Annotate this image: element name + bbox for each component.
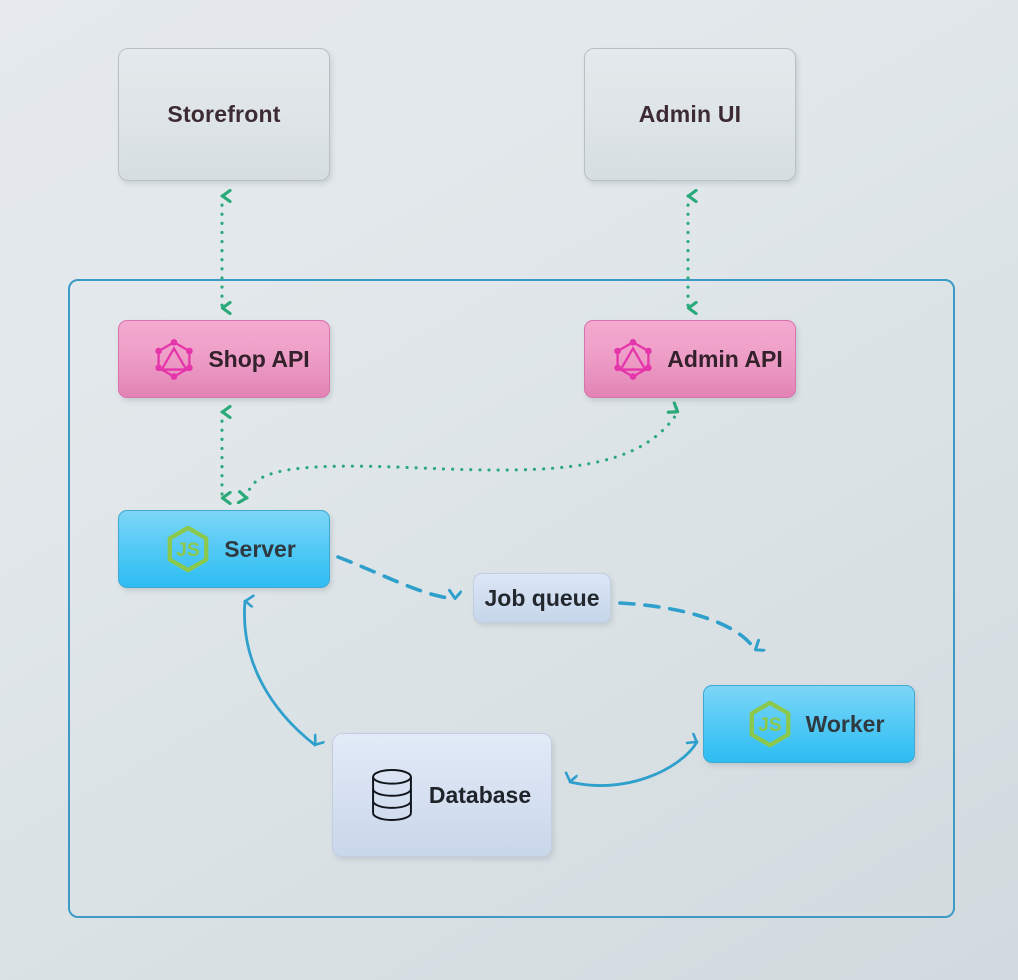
node-admin-ui-label: Admin UI (638, 101, 742, 127)
node-admin-api-label: Admin API (667, 345, 783, 372)
svg-text:JS: JS (176, 540, 200, 561)
database-cylinder-icon (371, 769, 412, 821)
nodejs-icon: JS (749, 700, 790, 748)
node-database-label: Database (428, 781, 532, 808)
node-server-label: Server (224, 535, 296, 562)
node-storefront-label: Storefront (167, 101, 281, 127)
nodejs-icon: JS (167, 525, 209, 573)
node-worker-label: Worker (805, 710, 885, 737)
node-storefront[interactable]: Storefront (118, 48, 330, 181)
svg-text:JS: JS (758, 715, 782, 736)
node-database[interactable]: Database (332, 733, 552, 857)
graphql-icon (155, 338, 194, 380)
node-admin-ui[interactable]: Admin UI (584, 48, 796, 181)
node-worker[interactable]: JS Worker (703, 685, 915, 763)
node-server[interactable]: JS Server (118, 510, 330, 588)
node-shop-api[interactable]: Shop API (118, 320, 330, 398)
server-container-frame (68, 279, 955, 918)
node-job-queue-label: Job queue (484, 584, 600, 611)
node-admin-api[interactable]: Admin API (584, 320, 796, 398)
graphql-icon (614, 338, 652, 380)
node-job-queue[interactable]: Job queue (473, 573, 611, 623)
node-shop-api-label: Shop API (208, 345, 310, 372)
